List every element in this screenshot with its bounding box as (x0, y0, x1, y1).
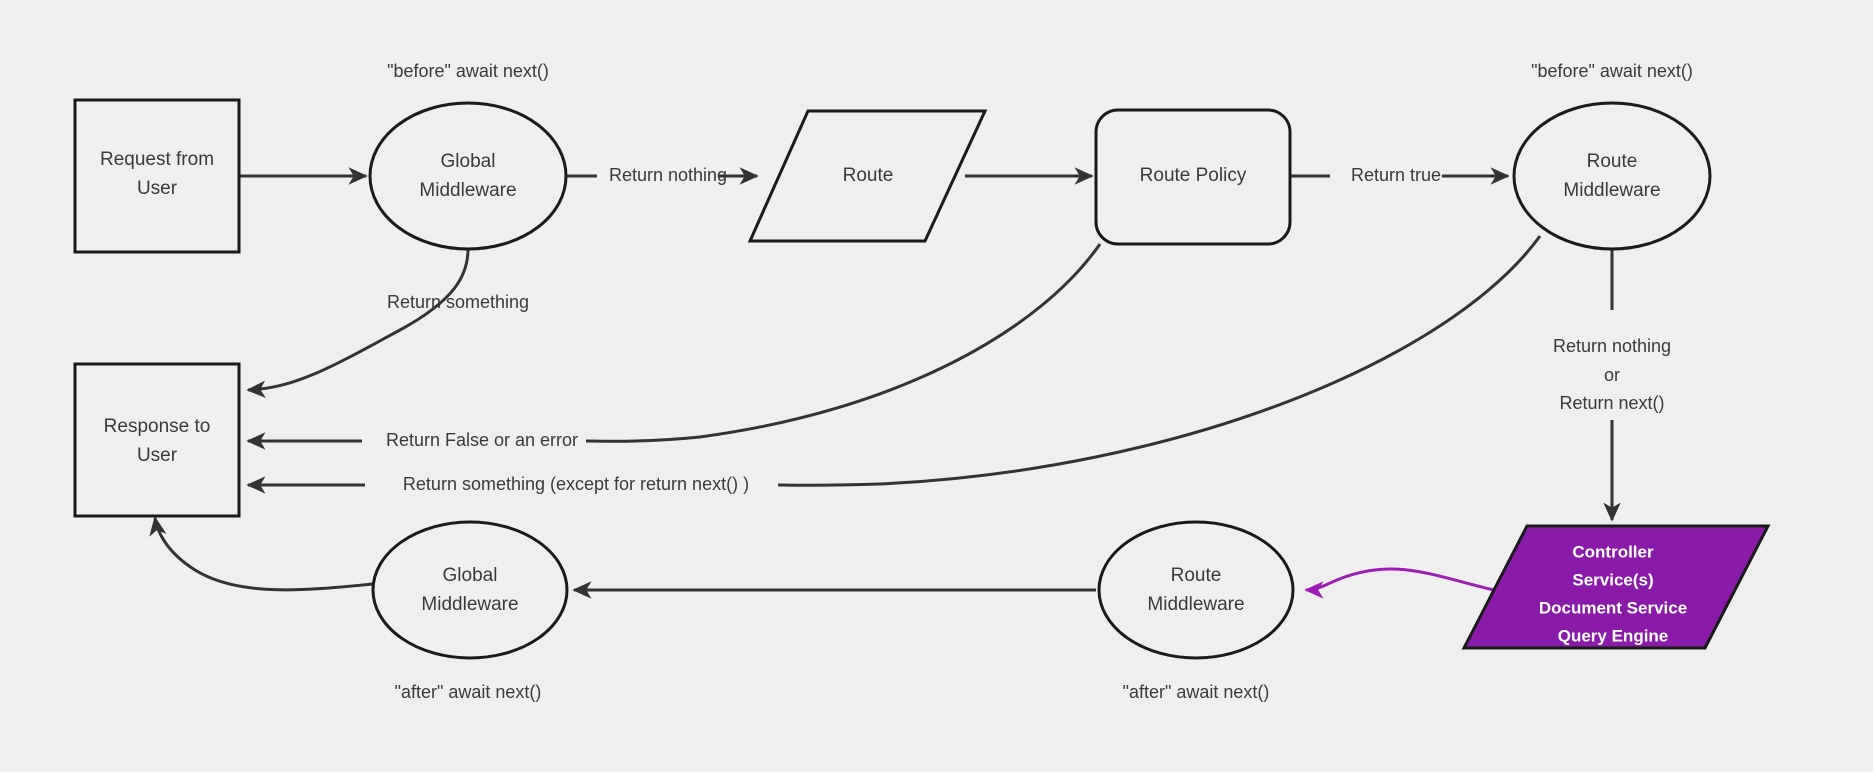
response-label-line2: User (137, 445, 178, 466)
edge-route-policy-to-response-curve (589, 243, 1102, 443)
controller-label-line1: Controller (1572, 542, 1654, 561)
route-middleware-before-shape (1512, 101, 1712, 251)
route-label: Route (843, 165, 894, 186)
edge-route-middleware-to-response-curve (781, 235, 1542, 487)
node-route-middleware-after[interactable]: Route Middleware (1097, 520, 1295, 660)
edge-global-middleware-after-to-response (149, 516, 374, 592)
global-middleware-after-label-line1: Global (443, 565, 498, 586)
global-middleware-before-shape (368, 101, 568, 251)
request-box-shape (73, 98, 241, 254)
route-shape (747, 109, 988, 243)
edge-label-return-nothing-or-line2: or (1604, 365, 1620, 385)
response-label-line1: Response to (104, 416, 211, 437)
annotation-before-await-next-route: "before" await next() (1531, 61, 1693, 81)
edge-label-return-nothing: Return nothing (609, 165, 727, 185)
request-label-line1: Request from (100, 149, 214, 170)
node-route-policy[interactable]: Route Policy (1094, 108, 1292, 246)
route-middleware-after-shape (1097, 520, 1295, 660)
response-box-shape (73, 362, 241, 518)
edge-global-middleware-to-response-return-something (246, 248, 470, 398)
edge-label-return-something: Return something (387, 292, 529, 312)
edge-label-return-something-except: Return something (except for return next… (403, 474, 749, 494)
global-middleware-before-label-line2: Middleware (419, 180, 516, 201)
controller-label-line2: Service(s) (1572, 570, 1653, 589)
global-middleware-before-label-line1: Global (441, 151, 496, 172)
node-request-from-user[interactable]: Request from User (73, 98, 241, 254)
edge-label-return-nothing-or-line3: Return next() (1559, 393, 1664, 413)
annotation-after-await-next-route: "after" await next() (1123, 682, 1270, 702)
edge-label-return-false-or-error: Return False or an error (386, 430, 578, 450)
controller-label-line4: Query Engine (1558, 626, 1669, 645)
route-policy-label: Route Policy (1140, 165, 1247, 186)
controller-services-shape (1461, 524, 1771, 650)
edge-controller-to-route-middleware-after (1304, 567, 1495, 599)
edge-label-return-nothing-or-line1: Return nothing (1553, 336, 1671, 356)
edge-label-return-true: Return true (1351, 165, 1441, 185)
node-response-to-user[interactable]: Response to User (73, 362, 241, 518)
route-middleware-before-label-line2: Middleware (1563, 180, 1660, 201)
node-controller-services[interactable]: Controller Service(s) Document Service Q… (1461, 524, 1771, 650)
route-middleware-before-label-line1: Route (1587, 151, 1638, 172)
controller-label-line3: Document Service (1539, 598, 1687, 617)
node-global-middleware-after[interactable]: Global Middleware (371, 520, 569, 660)
node-route[interactable]: Route (747, 109, 988, 243)
request-label-line2: User (137, 178, 178, 199)
route-policy-shape (1094, 108, 1292, 246)
edge-label-return-something-except-bg (366, 472, 778, 498)
node-route-middleware-before[interactable]: Route Middleware (1512, 101, 1712, 251)
annotation-before-await-next-global: "before" await next() (387, 61, 549, 81)
edge-label-return-false-bg (366, 428, 586, 454)
node-global-middleware-before[interactable]: Global Middleware (368, 101, 568, 251)
global-middleware-after-shape (371, 520, 569, 660)
route-middleware-after-label-line1: Route (1171, 565, 1222, 586)
global-middleware-after-label-line2: Middleware (421, 594, 518, 615)
annotation-after-await-next-global: "after" await next() (395, 682, 542, 702)
route-middleware-after-label-line2: Middleware (1147, 594, 1244, 615)
